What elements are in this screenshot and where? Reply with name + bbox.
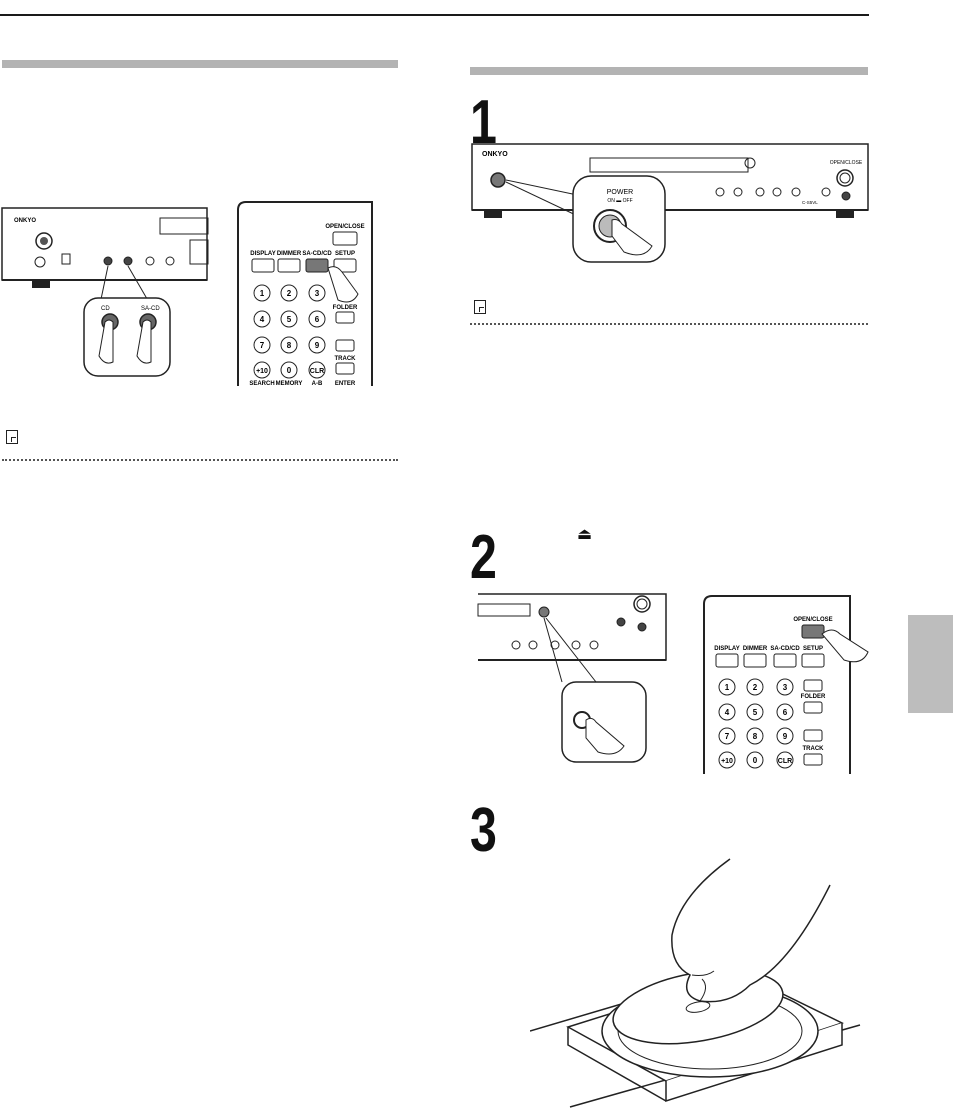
remote-display-label: DISPLAY xyxy=(714,646,739,652)
remote-key: 5 xyxy=(287,315,292,324)
right-section-bar xyxy=(470,67,868,75)
remote-key: 3 xyxy=(783,683,788,692)
remote-key: 2 xyxy=(287,289,292,298)
power-button-illustration: ONKYO OPEN/CLOSE C-S5VL POWER ON ▬ OFF xyxy=(471,143,869,263)
left-section-bar xyxy=(2,60,398,68)
remote-sacd-button-illustration: OPEN/CLOSE DISPLAY DIMMER SA-CD/CD SETUP… xyxy=(237,201,373,387)
front-panel-cd-sacd-illustration: ONKYO CD SA-CD xyxy=(1,207,209,377)
step-number-2: 2 xyxy=(470,523,497,592)
remote-sacd-label: SA-CD/CD xyxy=(770,646,800,652)
remote-enter-label: ENTER xyxy=(335,381,356,387)
remote-key: 9 xyxy=(315,341,320,350)
remote-key: CLR xyxy=(310,368,324,375)
remote-open-close-label: OPEN/CLOSE xyxy=(793,617,832,623)
remote-key: +10 xyxy=(256,368,268,375)
note-divider xyxy=(470,323,868,325)
remote-key: 9 xyxy=(783,732,788,741)
remote-track-label: TRACK xyxy=(335,356,357,362)
eject-front-panel-illustration xyxy=(477,593,667,763)
remote-key: 5 xyxy=(753,708,758,717)
remote-sacd-label: SA-CD/CD xyxy=(302,251,332,257)
model-label: C-S5VL xyxy=(802,200,818,205)
step-number-1: 1 xyxy=(470,88,497,157)
remote-track-label: TRACK xyxy=(803,746,825,752)
remote-number-pad: 1 2 3 4 5 6 7 8 9 +10 0 CLR xyxy=(253,284,326,379)
remote-key: 4 xyxy=(725,708,730,717)
remote-key: 4 xyxy=(260,315,265,324)
remote-setup-label: SETUP xyxy=(803,646,823,652)
eject-icon: ⏏ xyxy=(577,526,593,543)
note-icon xyxy=(474,300,486,314)
remote-key: 7 xyxy=(725,732,730,741)
remote-key: 1 xyxy=(260,289,265,298)
remote-key: 7 xyxy=(260,341,265,350)
remote-folder-label: FOLDER xyxy=(333,305,358,311)
remote-search-label: SEARCH xyxy=(249,381,274,387)
power-label: POWER xyxy=(607,189,633,196)
power-on-off-label: ON ▬ OFF xyxy=(607,198,632,204)
remote-number-pad: 1 2 3 4 5 6 7 8 9 +10 0 CLR xyxy=(718,678,794,769)
remote-dimmer-label: DIMMER xyxy=(743,646,768,652)
remote-open-close-illustration: OPEN/CLOSE DISPLAY DIMMER SA-CD/CD SETUP… xyxy=(703,595,869,774)
remote-open-close-label: OPEN/CLOSE xyxy=(325,224,364,230)
remote-key: 6 xyxy=(315,315,320,324)
remote-ab-label: A-B xyxy=(312,381,323,387)
remote-key: 2 xyxy=(753,683,758,692)
sacd-button-label: SA-CD xyxy=(141,306,160,312)
note-divider xyxy=(2,459,398,461)
remote-key: 8 xyxy=(753,732,758,741)
remote-key: CLR xyxy=(778,758,792,765)
remote-setup-label: SETUP xyxy=(335,251,355,257)
remote-folder-label: FOLDER xyxy=(801,694,826,700)
remote-key: 3 xyxy=(315,289,320,298)
chapter-side-tab xyxy=(908,615,953,713)
step-number-3: 3 xyxy=(470,796,497,865)
open-close-front-label: OPEN/CLOSE xyxy=(830,160,863,166)
remote-memory-label: MEMORY xyxy=(276,381,303,387)
brand-logo-text: ONKYO xyxy=(14,218,36,224)
brand-logo-text: ONKYO xyxy=(482,151,508,158)
remote-display-label: DISPLAY xyxy=(250,251,275,257)
remote-key: 6 xyxy=(783,708,788,717)
remote-key: 8 xyxy=(287,341,292,350)
cd-button-label: CD xyxy=(101,306,110,312)
note-icon xyxy=(6,430,18,444)
remote-key: 0 xyxy=(287,366,292,375)
disc-tray-illustration xyxy=(530,858,861,1108)
remote-key: +10 xyxy=(721,758,733,765)
page-top-rule xyxy=(0,14,869,16)
remote-key: 0 xyxy=(753,756,758,765)
remote-key: 1 xyxy=(725,683,730,692)
remote-dimmer-label: DIMMER xyxy=(277,251,302,257)
